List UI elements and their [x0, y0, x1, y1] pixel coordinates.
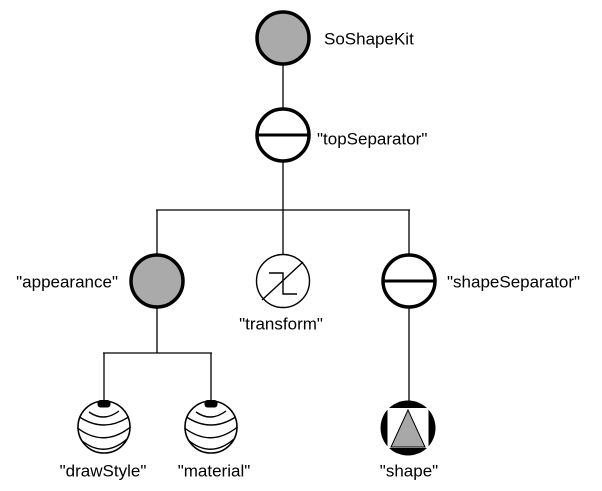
node-label-appearance: "appearance"	[16, 272, 118, 292]
kit-node-icon	[255, 10, 311, 66]
node-label-transform: "transform"	[239, 314, 323, 334]
separator-node-icon	[381, 253, 437, 309]
node-label-topseparator: "topSeparator"	[317, 129, 428, 149]
node-label-material: "material"	[177, 461, 251, 481]
node-shapeseparator	[378, 250, 440, 312]
node-label-shapeseparator: "shapeSeparator"	[447, 272, 581, 292]
node-label-shape: "shape"	[379, 461, 439, 481]
node-label-soshapekit: SoShapeKit	[324, 29, 414, 49]
node-label-drawstyle: "drawStyle"	[59, 461, 147, 481]
transform-node-icon	[255, 253, 311, 309]
node-soshapekit	[252, 7, 314, 69]
node-shape	[377, 397, 439, 459]
shape-node-icon	[380, 400, 436, 456]
node-transform	[252, 250, 314, 312]
node-topseparator	[252, 104, 314, 166]
node-appearance	[126, 250, 188, 312]
group-node-icon	[129, 253, 185, 309]
node-drawstyle	[73, 396, 135, 458]
property-node-icon	[77, 400, 131, 454]
separator-node-icon	[255, 107, 311, 163]
node-material	[180, 396, 242, 458]
property-node-icon	[184, 400, 238, 454]
